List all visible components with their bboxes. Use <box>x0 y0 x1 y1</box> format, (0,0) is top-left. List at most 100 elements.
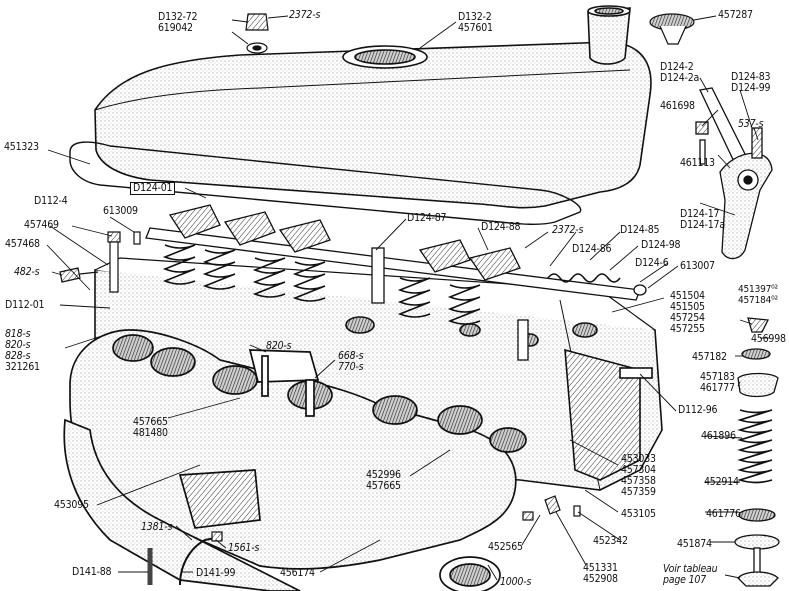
callout-text: 818-s <box>5 328 31 340</box>
rocker-shaft-assembly <box>145 204 647 361</box>
callout-text: 457304 <box>621 464 656 476</box>
filler-cap-457287 <box>649 13 695 45</box>
callout-text: D132-72 <box>158 11 198 23</box>
callout-text: 668-s <box>338 350 364 362</box>
label-d124-98: D124-98 <box>641 239 681 251</box>
label-d112-96: D112-96 <box>678 404 718 416</box>
callout-text: Voir tableau <box>663 563 718 575</box>
label-537s: 537-s <box>738 118 764 130</box>
callout-text: 452908 <box>583 573 618 585</box>
callout-text: 619042 <box>158 22 193 34</box>
label-2372s-mid: 2372-s <box>552 224 584 236</box>
callout-text: 461777 <box>700 382 735 394</box>
label-613009: 613009 <box>103 205 138 217</box>
valve-stack <box>734 317 780 587</box>
label-1381s: 1381-s <box>141 521 173 533</box>
label-d124-87: D124-87 <box>407 212 447 224</box>
callout-text: 770-s <box>338 361 364 373</box>
label-453105: 453105 <box>621 508 656 520</box>
label-457182: 457182 <box>692 351 727 363</box>
valve-cover <box>94 5 652 209</box>
label-613007: 613007 <box>680 260 715 272</box>
label-d124-6: D124-6 <box>635 257 669 269</box>
callout-text: 451397⁰² <box>738 284 778 295</box>
small-parts-bottom <box>147 495 581 586</box>
label-d141-99: D141-99 <box>196 567 236 579</box>
callout-text: D124-17a <box>680 219 725 231</box>
leader-lines <box>46 15 770 581</box>
label-461776: 461776 <box>706 508 741 520</box>
callout-text: 452996 <box>366 469 401 481</box>
cover-gasket <box>69 141 582 225</box>
callout-text: D124-2 <box>660 61 694 73</box>
studs-left <box>59 231 141 293</box>
callout-text: 457184⁰² <box>738 295 778 306</box>
label-d124-01: D124-01 <box>130 182 176 195</box>
callout-text: 457359 <box>621 486 656 498</box>
callout-text: 451505 <box>670 301 705 313</box>
callout-text: D124-2a <box>660 72 700 84</box>
label-451323: 451323 <box>4 141 39 153</box>
label-456998: 456998 <box>751 333 786 345</box>
label-d112-01: D112-01 <box>5 299 45 311</box>
label-d124-88: D124-88 <box>481 221 521 233</box>
callout-text: 828-s <box>5 350 31 362</box>
callout-text: D124-17 <box>680 208 720 220</box>
callout-text: D124-83 <box>731 71 771 83</box>
callout-text: 321261 <box>5 361 40 373</box>
label-1000s: 1000-s <box>500 576 532 588</box>
callout-text: 481480 <box>133 427 168 439</box>
label-461698: 461698 <box>660 100 695 112</box>
rocker-arm-detail <box>695 87 773 260</box>
callout-text: 457183 <box>700 371 735 383</box>
label-452342: 452342 <box>593 535 628 547</box>
label-d141-88: D141-88 <box>72 566 112 578</box>
callout-text: page 107 <box>663 574 707 586</box>
manifold <box>63 329 527 591</box>
cap-nut-2372 <box>245 13 269 54</box>
callout-text: 451504 <box>670 290 705 302</box>
label-820s-b: 820-s <box>266 340 292 352</box>
callout-text: 457601 <box>458 22 493 34</box>
label-482s: 482-s <box>14 266 40 278</box>
callout-text: 457665 <box>366 480 401 492</box>
label-461113: 461113 <box>680 157 715 169</box>
callout-text: D132-2 <box>458 11 492 23</box>
label-d124-86: D124-86 <box>572 243 612 255</box>
callout-text: 457358 <box>621 475 656 487</box>
callout-text: 457254 <box>670 312 705 324</box>
label-453095: 453095 <box>54 499 89 511</box>
label-461896: 461896 <box>701 430 736 442</box>
label-457469: 457469 <box>24 219 59 231</box>
callout-text: 457665 <box>133 416 168 428</box>
label-452914: 452914 <box>704 476 739 488</box>
callout-text: 451331 <box>583 562 618 574</box>
label-d112-4: D112-4 <box>34 195 68 207</box>
callout-text: D124-99 <box>731 82 771 94</box>
label-1561s: 1561-s <box>228 542 260 554</box>
callout-text: 457255 <box>670 323 705 335</box>
callout-text: 453033 <box>621 453 656 465</box>
label-457287: 457287 <box>718 9 753 21</box>
label-2372s-top: 2372-s <box>289 9 321 21</box>
callout-text: 820-s <box>5 339 31 351</box>
label-456174: 456174 <box>280 567 315 579</box>
label-452565: 452565 <box>488 541 523 553</box>
label-d124-85: D124-85 <box>620 224 660 236</box>
